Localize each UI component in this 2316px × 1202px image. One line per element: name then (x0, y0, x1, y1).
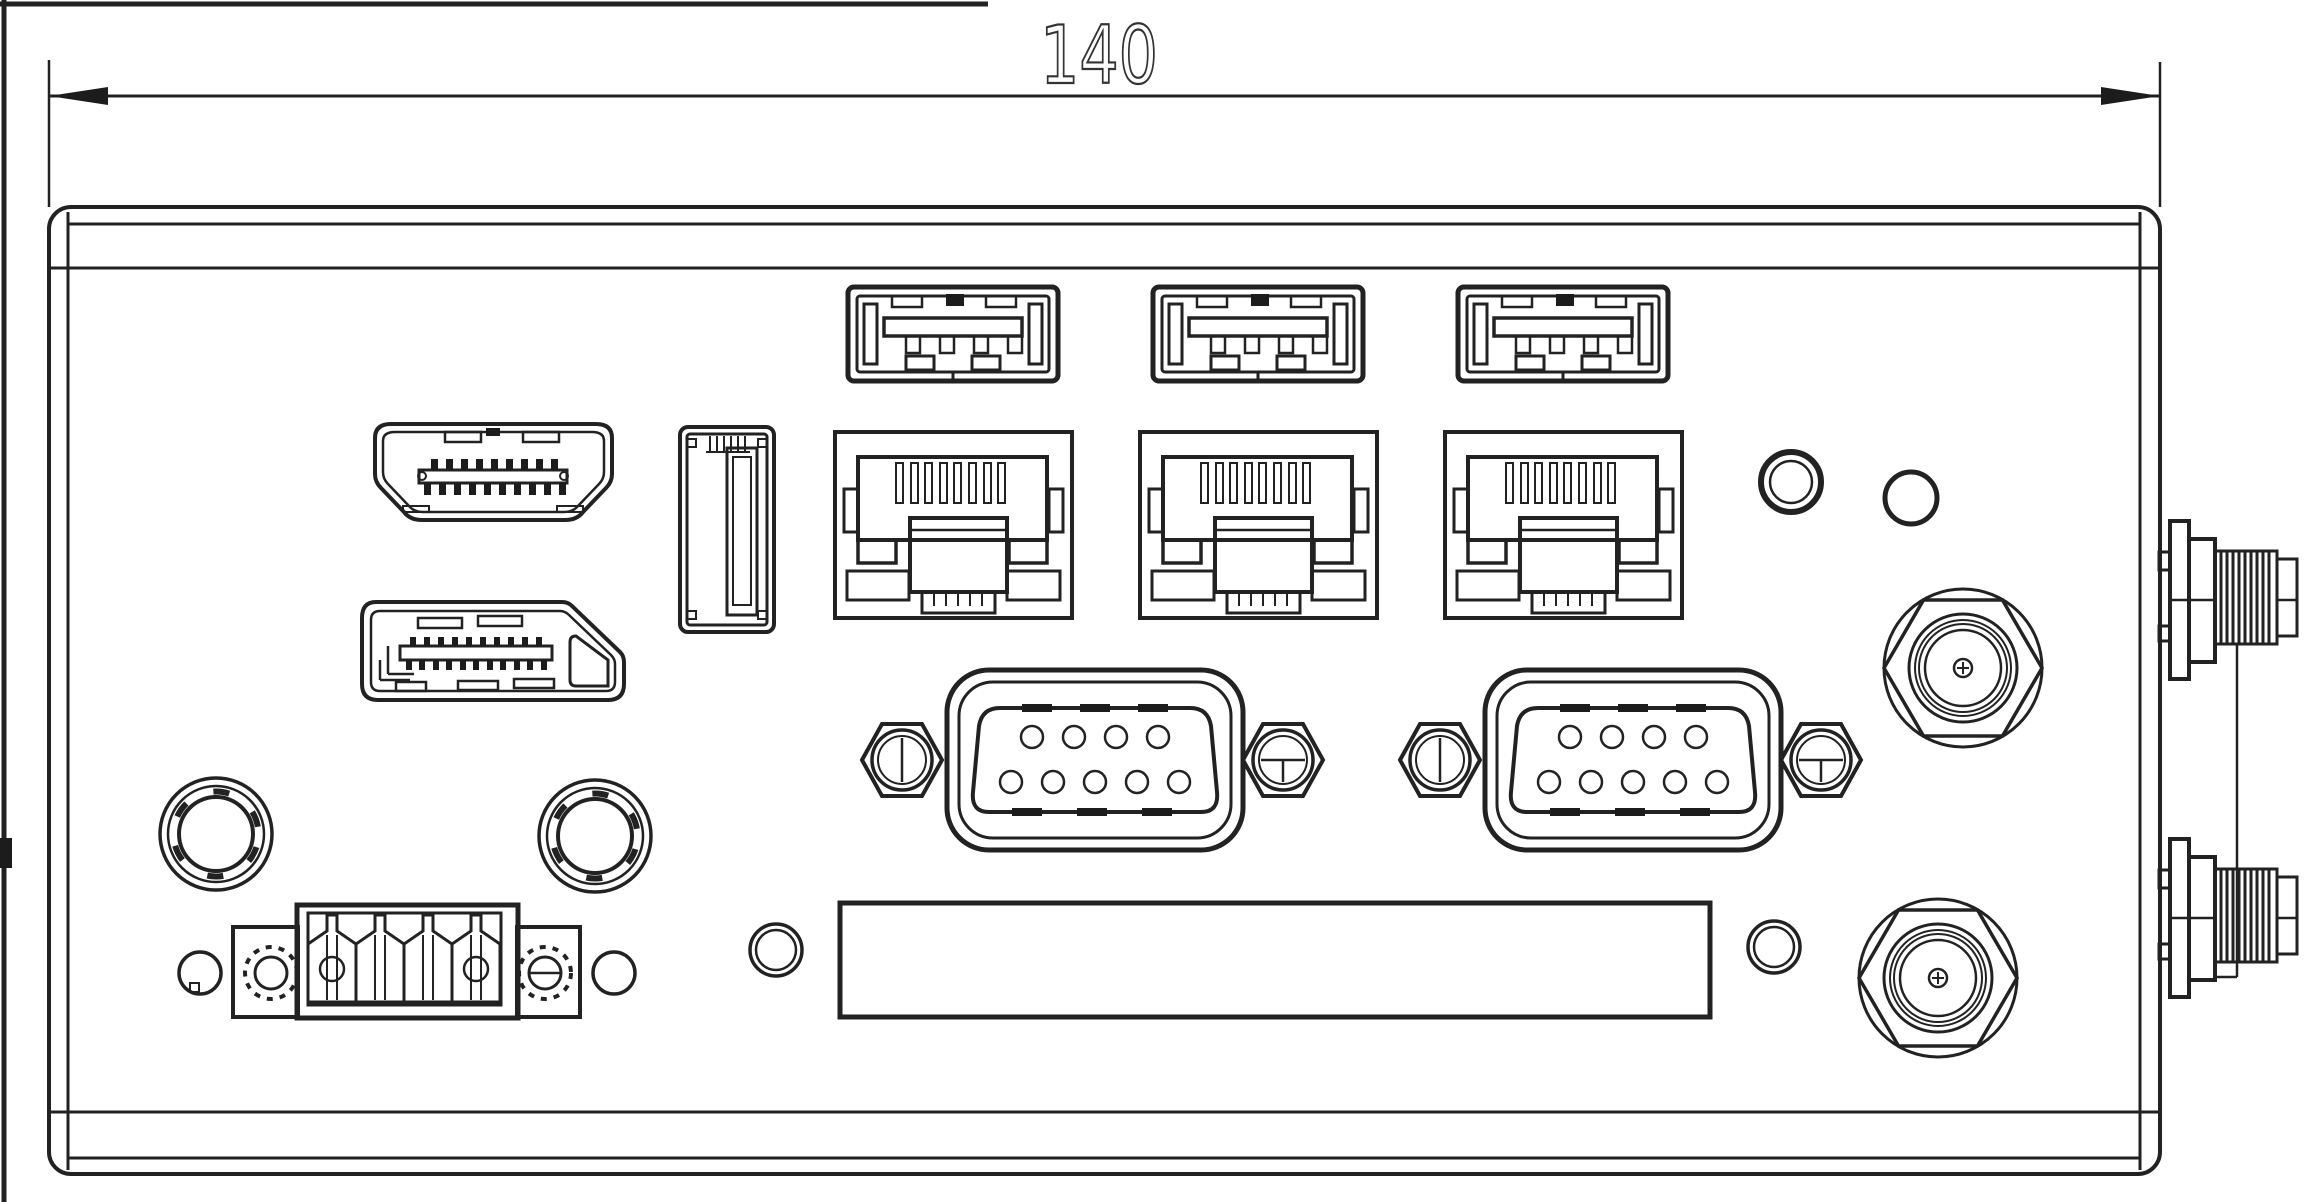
dimension-arrow-left (49, 87, 108, 105)
vertical-usb-port (678, 425, 776, 634)
serial-port-1 (862, 670, 1323, 850)
antenna-connector-side-1 (2157, 519, 2299, 681)
displayport-pins (406, 637, 547, 670)
lan-port-1 (833, 430, 1074, 620)
enclosure-outline (47, 205, 2162, 1176)
indicator-hole-2 (1882, 469, 1940, 527)
slot-hole-left (748, 922, 804, 978)
terminal-block-positions (306, 913, 502, 1004)
dimension-arrow-right (2101, 87, 2160, 105)
antenna-connector-front-1 (1882, 587, 2044, 749)
usb-port-1 (848, 287, 1058, 381)
indicator-hole-1 (1758, 449, 1824, 515)
displayport-port (360, 600, 626, 702)
serial-port-2 (1400, 670, 1861, 850)
terminal-screw-right (517, 945, 573, 1001)
round-connector-1 (160, 778, 272, 890)
round-connector-2 (539, 780, 651, 892)
terminal-mount-hole-right (591, 950, 637, 996)
expansion-slot (837, 900, 1713, 1020)
antenna-connector-front-2 (1857, 897, 2019, 1059)
terminal-mount-hole-left (177, 950, 223, 996)
antenna-side-bracket (2215, 644, 2239, 979)
usb-port-2 (1153, 287, 1363, 381)
lan-port-3 (1443, 430, 1684, 620)
lan-port-2 (1138, 430, 1379, 620)
slot-hole-right (1746, 919, 1802, 975)
hdmi-pins (424, 459, 566, 495)
antenna-connector-side-2 (2157, 837, 2299, 999)
dimension-value: 140 (1040, 9, 1158, 102)
sheet-border (0, 0, 988, 1202)
hdmi-port (373, 422, 614, 522)
terminal-screw-left (243, 945, 299, 1001)
width-dimension: 140 (47, 8, 2162, 207)
terminal-block (177, 902, 637, 1021)
usb-port-3 (1458, 287, 1668, 381)
